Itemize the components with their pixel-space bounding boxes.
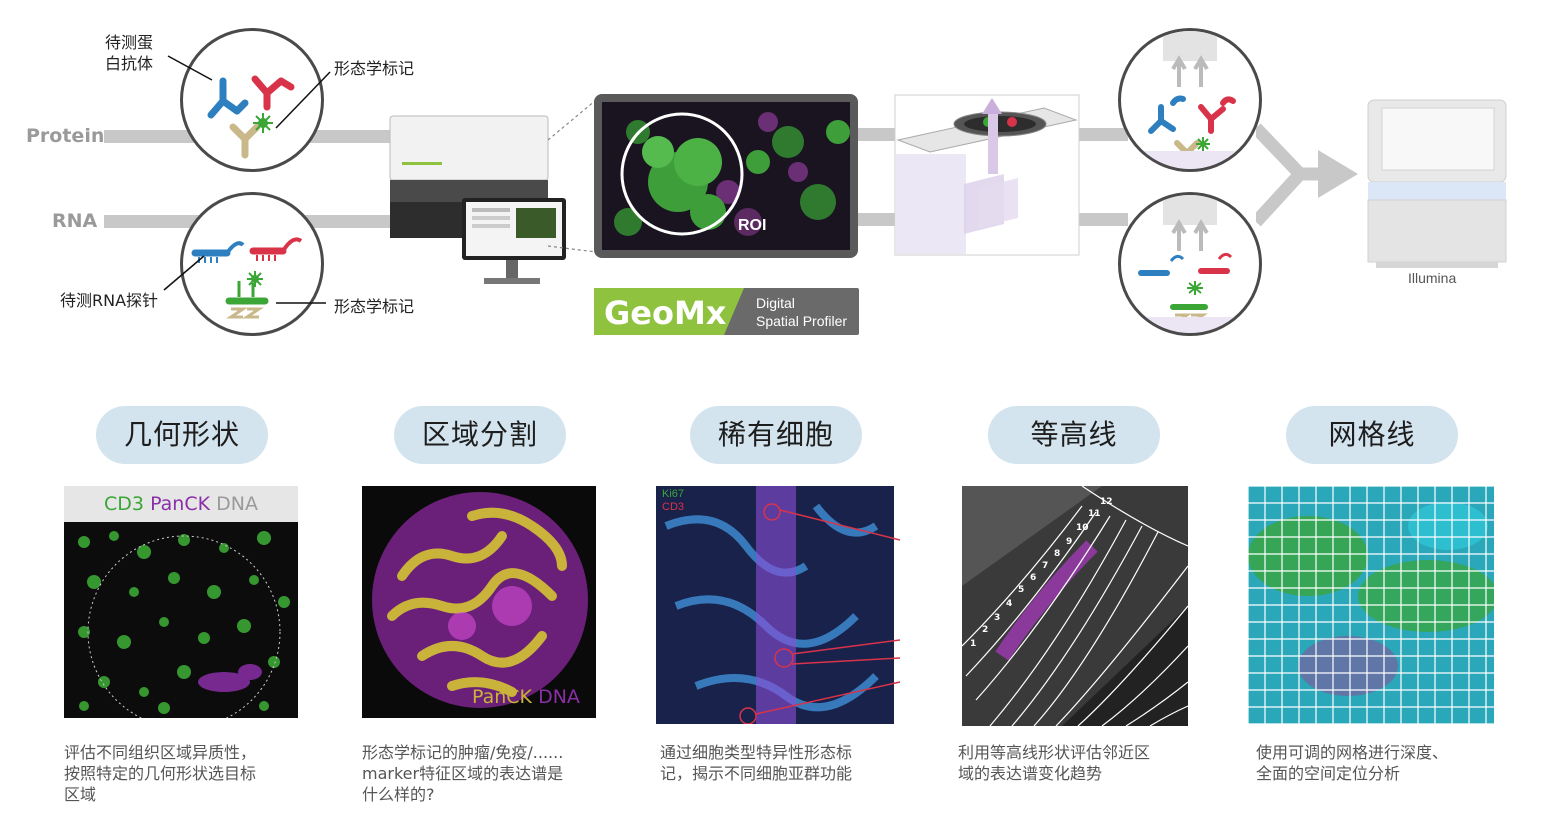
segmentation-roi-image: PanCK DNA [362, 486, 596, 718]
contour-tissue-texture: 1 2 3 4 5 6 7 8 9 10 11 12 [962, 486, 1188, 726]
legend-dna: DNA [216, 493, 258, 515]
red-antibody-icon [251, 75, 295, 111]
protein-lane-label: Protein [26, 125, 105, 147]
geomx-instrument-icon [389, 115, 566, 284]
rna-probe-circle [180, 192, 324, 336]
geomx-logo-graphic: GeoMx Digital Spatial Profiler [594, 288, 847, 335]
grid-roi-image [1248, 486, 1494, 724]
rna-lane-line-3 [1078, 213, 1128, 226]
svg-text:7: 7 [1042, 561, 1048, 571]
legend-panck: PanCK [150, 493, 211, 515]
rna-morphology-label: 形态学标记 [334, 297, 415, 316]
legend-ki67: Ki67 [662, 488, 685, 500]
svg-text:9: 9 [1066, 537, 1072, 547]
contour-number-labels: 1 2 3 4 5 6 7 8 9 10 11 12 [970, 497, 1113, 649]
rna-readout-circle [1118, 192, 1262, 336]
svg-text:1: 1 [970, 639, 976, 649]
annotation-leader-lines [163, 55, 331, 304]
rare-cell-tissue-texture [656, 486, 900, 724]
blue-antibody-icon [207, 77, 249, 119]
svg-text:10: 10 [1076, 523, 1089, 533]
legend-dna-2: DNA [538, 686, 580, 708]
rna-lane-line-2 [858, 213, 898, 226]
rna-lane-label: RNA [52, 210, 98, 232]
fluorescent-tag-icon [253, 113, 273, 133]
legend-panck-2: PanCK [472, 686, 533, 708]
illumina-sequencer-icon [1367, 99, 1507, 268]
protein-readout-circle [1118, 28, 1262, 172]
method-desc-rare-cell: 通过细胞类型特异性形态标 记，揭示不同细胞亚群功能 [660, 743, 853, 783]
svg-text:8: 8 [1054, 549, 1060, 559]
green-morphology-probe-icon [225, 271, 269, 319]
method-pill-rare-cell: 稀有细胞 [690, 406, 862, 464]
svg-text:2: 2 [982, 625, 988, 635]
geometric-roi-image: CD3 PanCK DNA [64, 486, 298, 718]
method-desc-geometric: 评估不同组织区域异质性， 按照特定的几何形状选目标 区域 [64, 743, 257, 804]
rare-cell-roi-image: Ki67 CD3 [656, 486, 900, 724]
svg-text:12: 12 [1100, 497, 1113, 507]
svg-text:3: 3 [994, 613, 1000, 623]
red-rna-probe-icon [249, 237, 303, 261]
antibody-icons [207, 75, 295, 159]
contour-roi-image: 1 2 3 4 5 6 7 8 9 10 11 12 [962, 486, 1188, 726]
grid-tissue-texture [1248, 486, 1494, 724]
protein-lane-line-2 [858, 128, 898, 141]
method-pill-geometric: 几何形状 [96, 406, 268, 464]
geomx-logo-badge: GeoMx Digital Spatial Profiler [594, 288, 859, 335]
svg-text:5: 5 [1018, 585, 1024, 595]
legend-cd3-2: CD3 [662, 501, 685, 513]
badge-line2: Spatial Profiler [756, 313, 847, 329]
badge-brand: GeoMx [604, 294, 727, 332]
method-desc-grid: 使用可调的网格进行深度、 全面的空间定位分析 [1256, 743, 1449, 783]
roi-screen: ROI [548, 94, 858, 258]
protein-target-label: 待测蛋 白抗体 [105, 33, 154, 73]
geometric-tissue-texture [64, 522, 298, 718]
method-pill-grid: 网格线 [1286, 406, 1458, 464]
protein-readout-icons [1121, 31, 1259, 169]
merge-arrow-icon [1256, 123, 1358, 227]
method-desc-segmentation: 形态学标记的肿瘤/免疫/...... marker特征区域的表达谱是 什么样的? [362, 743, 564, 804]
svg-text:4: 4 [1006, 599, 1012, 609]
rare-cell-legend: Ki67 CD3 [662, 488, 684, 514]
legend-cd3: CD3 [104, 493, 145, 515]
protein-probe-circle [180, 28, 324, 172]
svg-text:6: 6 [1030, 573, 1036, 583]
roi-circle [620, 112, 744, 236]
segmentation-legend: PanCK DNA [472, 686, 580, 708]
roi-label: ROI [738, 217, 766, 234]
method-desc-contour: 利用等高线形状评估邻近区 域的表达谱变化趋势 [958, 743, 1151, 783]
tan-antibody-icon [229, 123, 261, 159]
protein-morphology-label: 形态学标记 [334, 59, 415, 78]
badge-line1: Digital [756, 295, 795, 311]
rna-target-label: 待测RNA探针 [60, 291, 159, 310]
segmentation-tissue-texture [372, 492, 588, 708]
sequencer-label: Illumina [1408, 270, 1457, 286]
geometric-legend-bar: CD3 PanCK DNA [64, 486, 298, 522]
slide-uv-cleavage-icon [894, 94, 1080, 256]
method-pill-segmentation: 区域分割 [394, 406, 566, 464]
rna-readout-icons [1121, 195, 1259, 333]
protein-lane-line-3 [1078, 128, 1128, 141]
svg-text:11: 11 [1088, 509, 1101, 519]
method-pill-contour: 等高线 [988, 406, 1160, 464]
